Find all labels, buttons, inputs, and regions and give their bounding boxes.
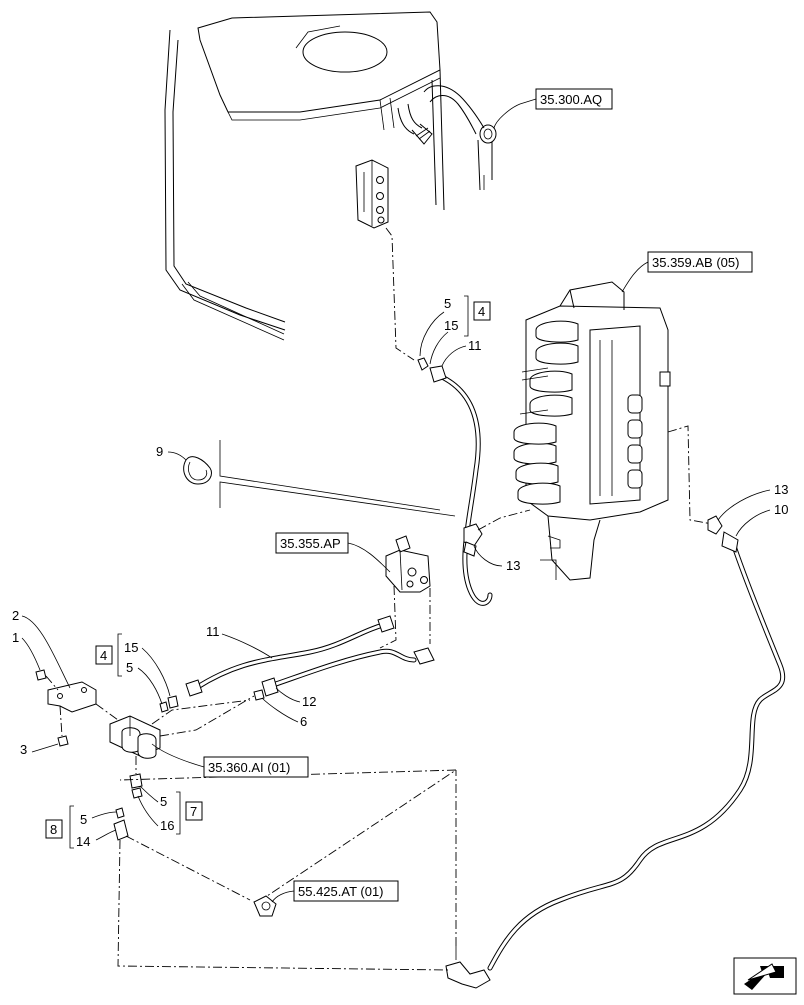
- callout-7: 7: [190, 804, 197, 819]
- pressure-switch: [253, 895, 277, 917]
- ref-35-359-ab-leader: [621, 261, 649, 293]
- fitting-15-left: [159, 695, 179, 713]
- callout-11-top: 11: [468, 338, 482, 353]
- callout-16: 16: [160, 818, 174, 833]
- callout-5-right: 5: [160, 794, 167, 809]
- callout-14: 14: [76, 834, 90, 849]
- hose-10-end-fitting: [445, 946, 491, 989]
- hose-11-upper: [417, 357, 493, 606]
- mounting-bracket-2: [47, 681, 97, 713]
- nut-3: [57, 735, 69, 747]
- callout-8: 8: [50, 822, 57, 837]
- callout-1-leader: [21, 637, 41, 671]
- valve-port-line: [477, 509, 531, 531]
- callout-3: 3: [20, 742, 27, 757]
- callout-6: 6: [300, 714, 307, 729]
- callout-11-top-leader: [441, 345, 467, 367]
- callout-3-leader: [31, 743, 59, 753]
- callout-13-center: 13: [506, 558, 520, 573]
- hose-clip-9: [183, 456, 212, 485]
- callout-5-top: 5: [444, 296, 451, 311]
- valve-right-line: [159, 695, 255, 737]
- callout-15-left: 15: [124, 640, 138, 655]
- cab-distribution-block: [355, 159, 389, 229]
- ref-35-355-ap-leader: [347, 542, 391, 573]
- callout-11-lower-leader: [221, 633, 273, 659]
- hose-10: [487, 537, 785, 971]
- hose-12: [253, 647, 435, 701]
- callout-4-top: 4: [478, 304, 485, 319]
- callout-group-left: 4 15 5: [95, 633, 171, 705]
- bolt-1-line: [45, 675, 59, 691]
- ref-35-300-aq-leader: [493, 98, 537, 129]
- callout-15-top: 15: [444, 318, 458, 333]
- callout-2-leader: [21, 615, 71, 689]
- hose-11-lower: [185, 615, 395, 697]
- manifold-block: [385, 535, 431, 593]
- callout-13-right: 13: [774, 482, 788, 497]
- clip-bracket-line-2: [219, 481, 456, 517]
- callout-6-leader: [261, 697, 299, 723]
- ref-35-360-ai[interactable]: 35.360.AI (01): [208, 760, 290, 775]
- bracket-to-valve-line: [95, 703, 119, 721]
- callout-9: 9: [156, 444, 163, 459]
- sensor-return-line: [119, 769, 458, 903]
- fitting-13-right: [707, 515, 739, 553]
- next-page-arrow-icon[interactable]: [733, 957, 797, 995]
- ref-35-360-ai-leader: [151, 743, 205, 768]
- clip-bracket-line-1: [219, 440, 441, 511]
- tank-pipes: [397, 85, 497, 191]
- cab-block-line: [385, 227, 415, 361]
- callout-group-right-lower: 5 16 7: [137, 785, 203, 835]
- callout-12-leader: [275, 687, 301, 703]
- fitting-16: [129, 773, 143, 799]
- fitting-14-bottom-line: [117, 839, 449, 971]
- ref-55-425-at[interactable]: 55.425.AT (01): [298, 884, 384, 899]
- ref-35-355-ap[interactable]: 35.355.AP: [280, 536, 341, 551]
- callout-2: 2: [12, 608, 19, 623]
- fitting-13-center: [463, 523, 483, 557]
- solenoid-valve: [109, 715, 161, 759]
- callout-11-lower: 11: [206, 624, 220, 639]
- ref-35-359-ab[interactable]: 35.359.AB (05): [652, 255, 739, 270]
- bolt-1: [35, 669, 47, 681]
- ref-55-425-at-leader: [271, 890, 295, 903]
- valve-pilot-line: [667, 425, 713, 525]
- manifold-down-line: [379, 585, 397, 649]
- callout-4-left: 4: [100, 648, 107, 663]
- valve-upper-line: [151, 699, 251, 725]
- cab-frame-outline: [164, 11, 445, 341]
- callout-group-top: 5 15 4: [419, 295, 491, 365]
- callout-1: 1: [12, 630, 19, 645]
- nut-3-line: [59, 705, 63, 737]
- fitting-14-sensor-line: [125, 835, 251, 901]
- callout-group-left-lower: 8 5 14: [45, 805, 117, 849]
- callout-13-center-leader: [473, 545, 503, 567]
- callout-12: 12: [302, 694, 316, 709]
- callout-5-left: 5: [126, 660, 133, 675]
- callout-10: 10: [774, 502, 788, 517]
- callout-5-lower: 5: [80, 812, 87, 827]
- control-valve-body: [513, 281, 671, 581]
- callout-10-leader: [735, 509, 771, 537]
- callout-13-right-leader: [717, 489, 771, 521]
- fitting-14: [113, 807, 129, 841]
- callout-9-leader: [167, 451, 187, 461]
- ref-35-300-aq[interactable]: 35.300.AQ: [540, 92, 602, 107]
